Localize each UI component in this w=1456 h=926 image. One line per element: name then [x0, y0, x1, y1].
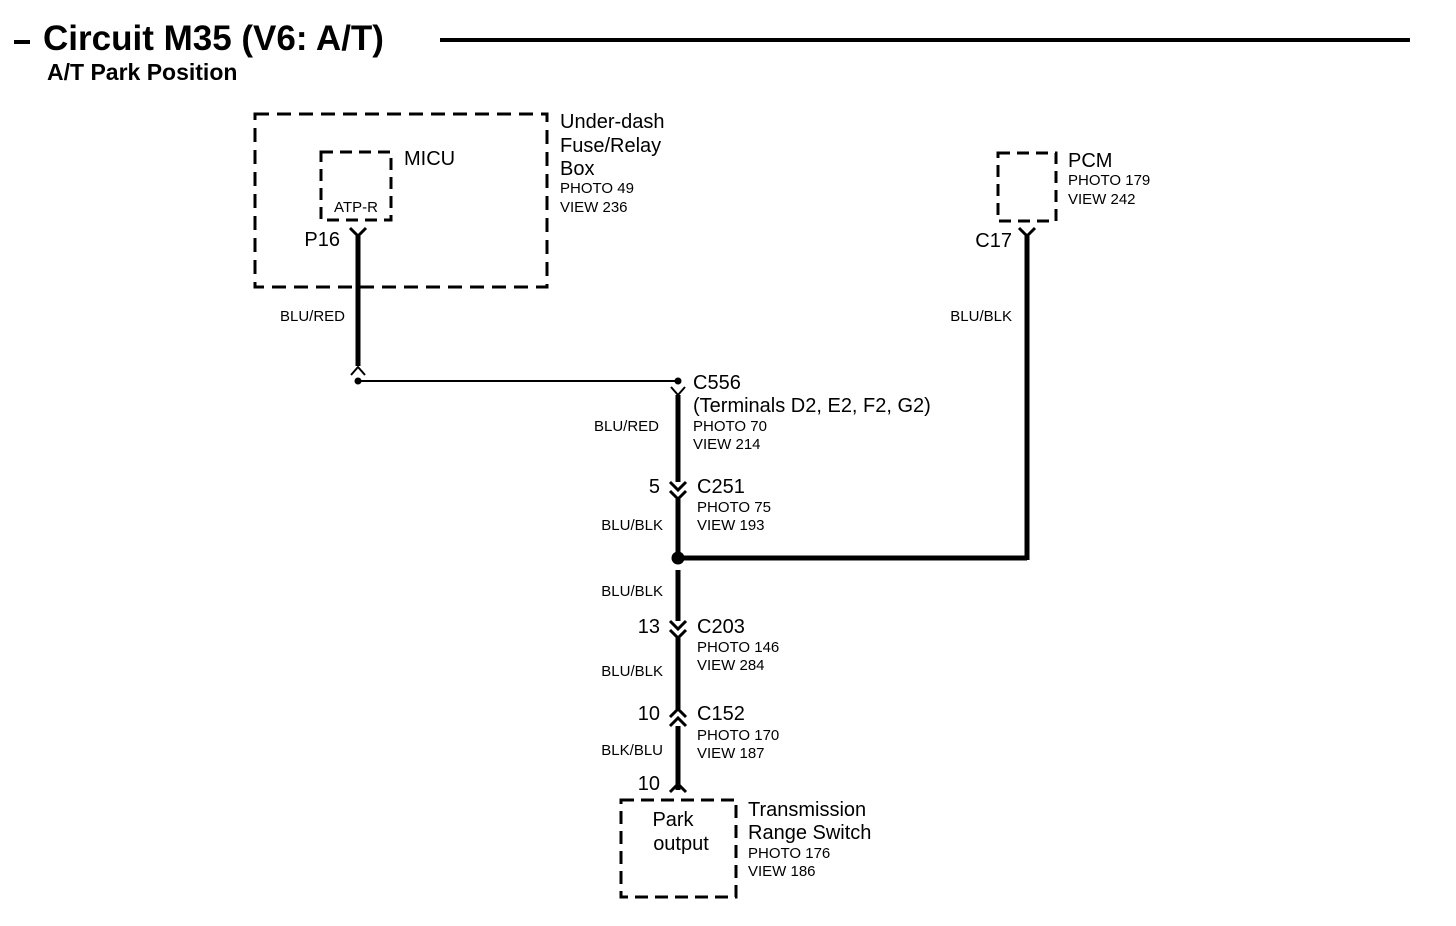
pcm-view: VIEW 242: [1068, 191, 1136, 208]
micu-name: MICU: [404, 148, 455, 170]
trs-name-line-1: Transmission: [748, 799, 866, 821]
c556-detail: (Terminals D2, E2, F2, G2): [693, 395, 931, 417]
fuse-box-photo: PHOTO 49: [560, 180, 634, 197]
c556-right-dot: [674, 377, 682, 385]
c251-view: VIEW 193: [697, 517, 765, 534]
pcm-photo: PHOTO 179: [1068, 172, 1150, 189]
trs-outline: [619, 798, 738, 899]
c556-right-terminal-icon: [670, 386, 686, 397]
wire-label-blu-blk-2: BLU/BLK: [601, 583, 663, 600]
diagram-subtitle: A/T Park Position: [47, 59, 237, 85]
micu-outline: [319, 150, 393, 222]
c203-view: VIEW 284: [697, 657, 765, 674]
trs-inner-line-1: Park: [652, 809, 694, 831]
c152-pin: 10: [638, 703, 660, 725]
c152-view: VIEW 187: [697, 745, 765, 762]
c152-photo: PHOTO 170: [697, 727, 779, 744]
c556-name: C556: [693, 372, 741, 394]
diagram-title: Circuit M35 (V6: A/T): [43, 19, 384, 58]
wire-label-blu-blk-1: BLU/BLK: [601, 517, 663, 534]
wire-label-blu-blk-pcm: BLU/BLK: [950, 308, 1012, 325]
pcm-pin-label: C17: [975, 230, 1012, 252]
c251-name: C251: [697, 476, 745, 498]
fuse-box-name-line-2: Fuse/Relay: [560, 135, 661, 157]
c556-view: VIEW 214: [693, 436, 761, 453]
c251-pin: 5: [649, 476, 660, 498]
fuse-box-view: VIEW 236: [560, 199, 628, 216]
c203-connector-icon: [668, 619, 688, 641]
c251-photo: PHOTO 75: [697, 499, 771, 516]
wire-label-blk-blu: BLK/BLU: [601, 742, 663, 759]
micu-terminal-label: ATP-R: [334, 199, 378, 216]
pcm-name: PCM: [1068, 150, 1112, 172]
trs-photo: PHOTO 176: [748, 845, 830, 862]
c203-name: C203: [697, 616, 745, 638]
fuse-box-name-line-3: Box: [560, 158, 594, 180]
c152-connector-icon: [668, 706, 688, 728]
c556-photo: PHOTO 70: [693, 418, 767, 435]
trs-pin-label: 10: [638, 773, 660, 795]
pcm-pin-terminal-icon: [1017, 226, 1037, 239]
trs-view: VIEW 186: [748, 863, 816, 880]
micu-pin-terminal-icon: [348, 226, 368, 239]
c203-pin: 13: [638, 616, 660, 638]
fuse-box-name-line-1: Under-dash: [560, 111, 665, 133]
c152-name: C152: [697, 703, 745, 725]
trs-name-line-2: Range Switch: [748, 822, 871, 844]
fuse-box-outline: [253, 112, 549, 289]
wire-label-blu-red-mid: BLU/RED: [594, 418, 659, 435]
c556-left-terminal-icon: [350, 365, 366, 376]
pcm-outline: [996, 151, 1058, 223]
c251-connector-icon: [668, 480, 688, 502]
wire-label-blu-red-top: BLU/RED: [280, 308, 345, 325]
micu-pin-label: P16: [304, 229, 340, 251]
wire-label-blu-blk-3: BLU/BLK: [601, 663, 663, 680]
c203-photo: PHOTO 146: [697, 639, 779, 656]
trs-inner-line-2: output: [653, 833, 709, 855]
trs-pin-terminal-icon: [668, 781, 688, 794]
